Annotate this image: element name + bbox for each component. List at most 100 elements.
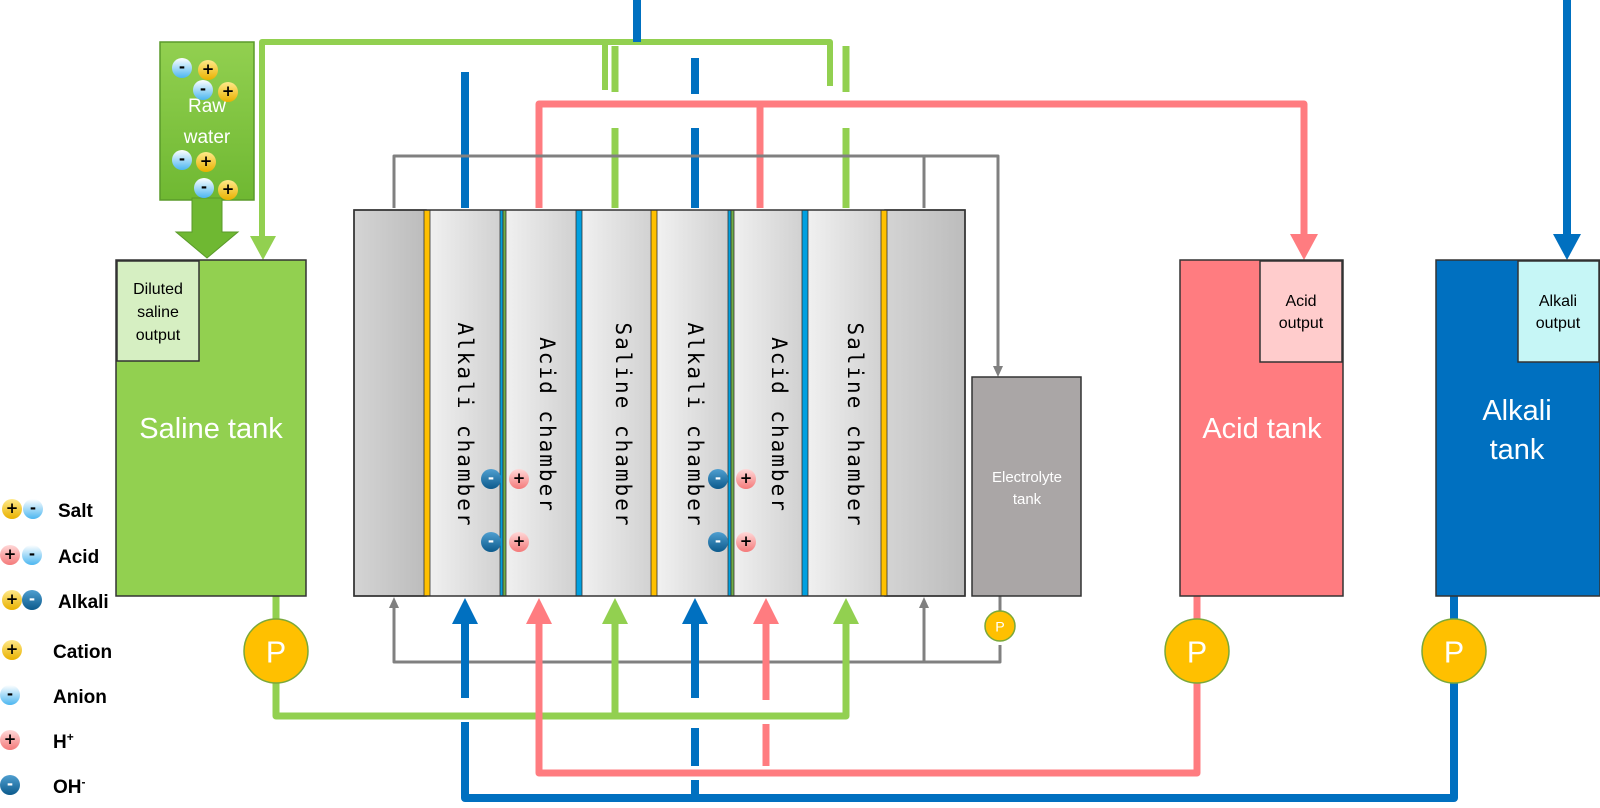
- acid-inlet-arrowhead-2: [753, 598, 779, 624]
- acid-tank-title: Acid tank: [1202, 413, 1322, 445]
- ion-sign: +: [222, 180, 235, 198]
- hydroxide-icon: -: [22, 590, 42, 610]
- legend-label: Alkali: [58, 592, 109, 613]
- pump-label: P: [1444, 636, 1464, 670]
- chamber-1: [426, 210, 502, 596]
- proton-icon: +: [0, 730, 20, 750]
- acid-pump: P: [1164, 618, 1230, 684]
- ion-sign: +: [513, 469, 526, 487]
- pump-label: P: [995, 619, 1005, 635]
- cation-icon: +: [2, 640, 22, 660]
- legend-label: Anion: [53, 687, 107, 708]
- electrolyte-inlet-arrowhead: [993, 366, 1003, 377]
- hydroxide-icon: -: [0, 775, 20, 795]
- anion-icon: -: [22, 545, 42, 565]
- alkali-output-box: [1517, 260, 1600, 363]
- chamber-label: Acid chamber: [767, 337, 791, 513]
- legend: +-Salt+-Acid+-Alkali+Cation-Anion+H+-OH-: [0, 499, 112, 798]
- legend-item: +- Alkali: [2, 590, 109, 613]
- ion-sign: +: [202, 60, 215, 78]
- acid-tank: Acid output Acid tank: [1179, 259, 1344, 597]
- left-electrode-compartment: [353, 209, 427, 597]
- ion-sign: -: [715, 469, 721, 487]
- chamber-label: Alkali chamber: [683, 322, 707, 527]
- ion-sign: -: [179, 58, 185, 76]
- saline-inlet-arrowhead-1: [602, 598, 628, 624]
- chamber-label: Acid chamber: [535, 337, 559, 513]
- ion-sign: -: [201, 178, 207, 196]
- saline-inlet-arrowhead-2: [833, 598, 859, 624]
- cation-icon: +: [218, 180, 238, 200]
- alkali-return-arrowhead: [1553, 234, 1581, 260]
- acid-return-arrowhead: [1290, 234, 1318, 260]
- ion-sign: +: [6, 640, 19, 658]
- anion-icon: -: [172, 58, 192, 78]
- ion-sign: +: [200, 152, 213, 170]
- acid-output-line1: Acid: [1285, 293, 1316, 310]
- legend-label: Cation: [53, 642, 112, 663]
- electrolyte-tank: Electrolyte tank: [971, 376, 1082, 597]
- chamber-group: [426, 210, 885, 596]
- electrolyte-top-pipe: [392, 154, 1000, 368]
- hydroxide-icon: -: [708, 532, 728, 552]
- ion-sign: -: [715, 532, 721, 550]
- ion-sign: -: [7, 685, 13, 703]
- saline-pump: P: [243, 618, 309, 684]
- electrodialysis-stack: Alkali chamber Acid chamber Saline chamber…: [353, 209, 966, 597]
- saline-tank: Diluted saline output Saline tank: [115, 259, 307, 597]
- electrolyte-arrowhead-right: [919, 597, 929, 608]
- anion-icon: -: [172, 150, 192, 170]
- pump-label: P: [1187, 636, 1207, 670]
- anion-exchange-membrane: [575, 209, 583, 597]
- ion-sign: +: [222, 82, 235, 100]
- chamber-3: [577, 210, 655, 596]
- alkali-bottom-pipe: [461, 596, 1458, 802]
- legend-item: + H+: [0, 730, 74, 753]
- proton-icon: +: [736, 532, 756, 552]
- ion-sign: -: [29, 590, 35, 608]
- chamber-label: Saline chamber: [843, 322, 867, 527]
- acid-bottom-pipe: [535, 596, 1201, 777]
- diluted-saline-output-line2: saline: [137, 304, 179, 321]
- ion-sign: +: [4, 545, 17, 563]
- ion-sign: +: [740, 469, 753, 487]
- acid-output-line2: output: [1279, 315, 1324, 332]
- anion-icon: -: [194, 178, 214, 198]
- alkali-inlet-arrowhead-1: [452, 598, 478, 624]
- hydroxide-icon: -: [481, 469, 501, 489]
- ion-sign: +: [740, 532, 753, 550]
- ion-sign: -: [30, 499, 36, 517]
- legend-item: -OH-: [0, 775, 86, 798]
- bipolar-membrane-cation-side: [730, 209, 735, 597]
- diluted-saline-output-box: [116, 260, 200, 362]
- bipolar-membrane-anion-side: [499, 209, 504, 597]
- raw-water-label-line1: Raw: [188, 96, 226, 117]
- proton-icon: +: [509, 469, 529, 489]
- cation-exchange-membrane: [880, 209, 888, 597]
- chamber-label: Saline chamber: [611, 322, 635, 527]
- legend-superscript: -: [82, 775, 86, 789]
- acid-output-box: [1259, 260, 1343, 363]
- anion-icon: -: [0, 685, 20, 705]
- ion-sign: -: [488, 469, 494, 487]
- raw-water-ions: -+-+-+-+: [172, 58, 238, 200]
- cation-icon: +: [2, 640, 22, 660]
- proton-icon: +: [736, 469, 756, 489]
- cation-icon: +: [198, 60, 218, 80]
- bipolar-membrane-cation-side: [502, 209, 507, 597]
- legend-item: +-Salt: [2, 499, 94, 522]
- ion-sign: -: [200, 80, 206, 98]
- hydroxide-icon: -: [481, 532, 501, 552]
- diluted-saline-output-line3: output: [136, 327, 181, 344]
- alkali-ion-pair-icon: +-: [2, 590, 42, 610]
- chamber-4: [655, 210, 728, 596]
- acid-inlet-arrowhead-1: [526, 598, 552, 624]
- anion-exchange-membrane: [801, 209, 809, 597]
- alkali-pump: P: [1421, 618, 1487, 684]
- ion-sign: +: [6, 499, 19, 517]
- hydroxide-icon: -: [708, 469, 728, 489]
- legend-label: H+: [53, 730, 74, 753]
- raw-water-inlet: Raw water -+-+-+-+: [159, 41, 255, 259]
- stack-ion-group: -+-+-+-+: [481, 469, 756, 552]
